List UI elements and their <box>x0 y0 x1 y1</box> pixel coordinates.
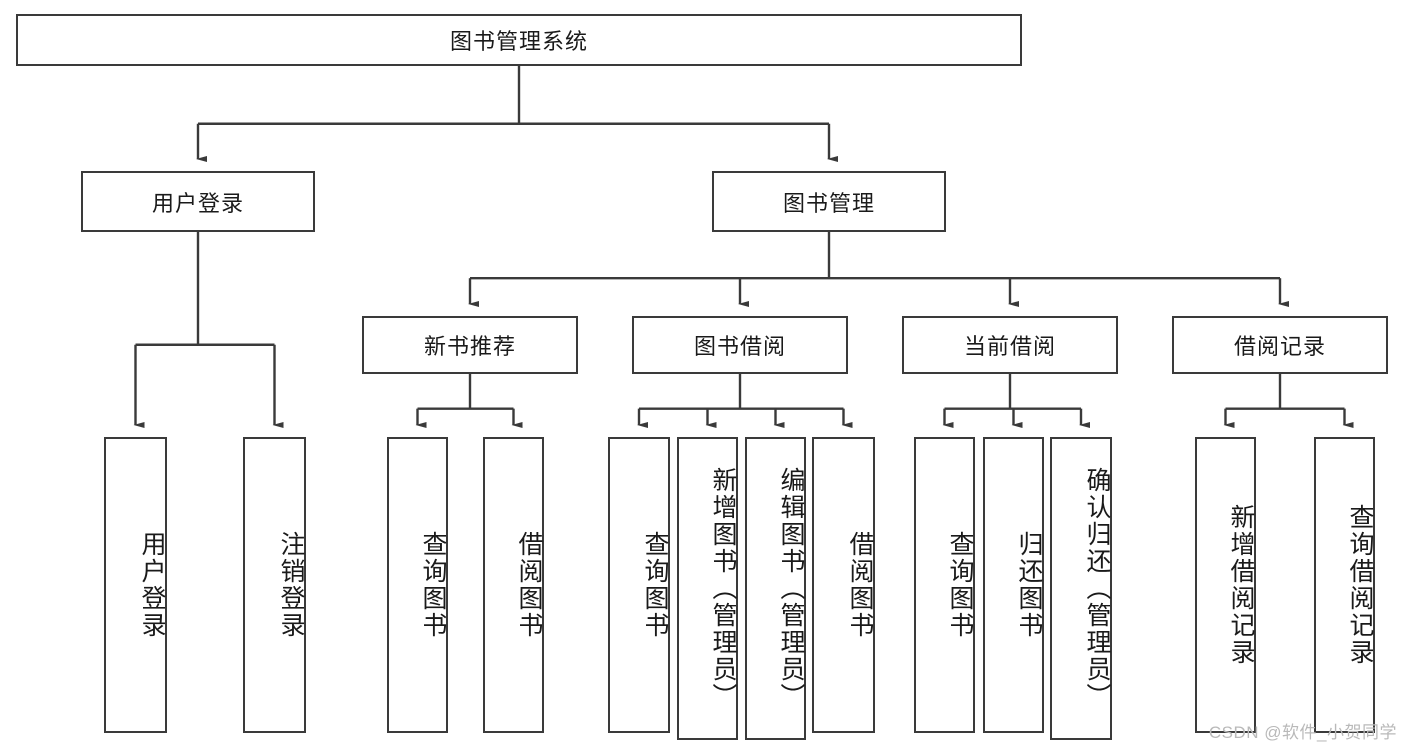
node-book-manage[interactable]: 图书管理 <box>712 171 946 232</box>
node-label: 查询图书 <box>946 531 974 639</box>
node-label: 借阅图书 <box>515 531 543 639</box>
node-leaf-leaf-add-record[interactable]: 新增借阅记录 <box>1195 437 1256 733</box>
node-leaf-leaf-query-book-rec[interactable]: 查询图书 <box>387 437 448 733</box>
node-label: 用户登录 <box>138 531 166 639</box>
node-label: 借阅图书 <box>846 531 874 639</box>
node-current-borrow[interactable]: 当前借阅 <box>902 316 1118 374</box>
node-label: 确认归还（管理员） <box>1083 467 1111 710</box>
node-leaf-leaf-edit-book[interactable]: 编辑图书（管理员） <box>745 437 806 740</box>
node-label: 图书借阅 <box>693 334 786 359</box>
node-label: 新增图书（管理员） <box>709 467 737 710</box>
node-leaf-leaf-query-record[interactable]: 查询借阅记录 <box>1314 437 1375 733</box>
node-label: 当前借阅 <box>963 334 1056 359</box>
node-label: 借阅记录 <box>1233 334 1326 359</box>
node-label: 图书管理 <box>782 190 875 216</box>
node-user-login[interactable]: 用户登录 <box>81 171 315 232</box>
node-label: 查询图书 <box>419 531 447 639</box>
node-label: 图书管理系统 <box>449 29 588 54</box>
node-borrow-record[interactable]: 借阅记录 <box>1172 316 1388 374</box>
node-new-book-rec[interactable]: 新书推荐 <box>362 316 578 374</box>
node-leaf-leaf-return-book[interactable]: 归还图书 <box>983 437 1044 733</box>
node-leaf-leaf-add-book[interactable]: 新增图书（管理员） <box>677 437 738 740</box>
node-leaf-leaf-logout[interactable]: 注销登录 <box>243 437 306 733</box>
node-leaf-leaf-query-book-borrow[interactable]: 查询图书 <box>608 437 670 733</box>
node-label: 新书推荐 <box>423 334 516 359</box>
node-leaf-leaf-confirm-return[interactable]: 确认归还（管理员） <box>1050 437 1112 740</box>
node-label: 归还图书 <box>1015 531 1043 639</box>
node-leaf-leaf-query-book-cur[interactable]: 查询图书 <box>914 437 975 733</box>
node-book-borrow[interactable]: 图书借阅 <box>632 316 848 374</box>
node-label: 用户登录 <box>151 190 244 216</box>
node-label: 编辑图书（管理员） <box>777 467 805 710</box>
node-label: 新增借阅记录 <box>1227 504 1255 666</box>
node-leaf-leaf-borrow-book[interactable]: 借阅图书 <box>812 437 875 733</box>
node-label: 查询借阅记录 <box>1346 504 1374 666</box>
node-leaf-leaf-borrow-book-rec[interactable]: 借阅图书 <box>483 437 544 733</box>
node-label: 注销登录 <box>277 531 305 639</box>
node-root-root[interactable]: 图书管理系统 <box>16 14 1022 66</box>
node-leaf-leaf-user-login[interactable]: 用户登录 <box>104 437 167 733</box>
node-label: 查询图书 <box>641 531 669 639</box>
